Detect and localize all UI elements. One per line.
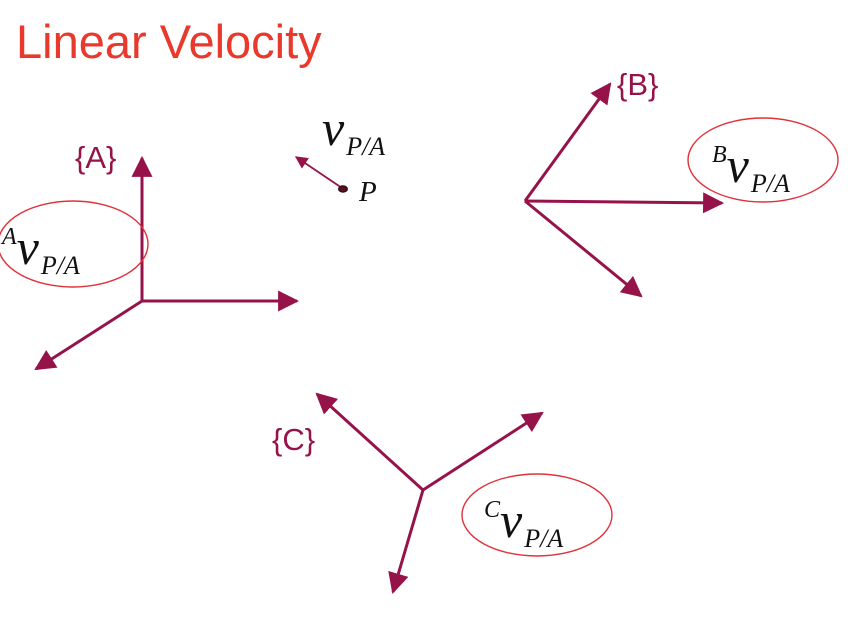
vector-b-symbol: v bbox=[726, 137, 749, 193]
vector-b-subscript: P/A bbox=[750, 169, 790, 198]
point-p-label: P bbox=[359, 176, 377, 208]
frame-b-axis-right bbox=[524, 192, 725, 214]
frame-b-axis-up-right bbox=[523, 82, 612, 202]
velocity-label: vP/A bbox=[322, 100, 385, 160]
frame-c-label: {C} bbox=[272, 422, 316, 457]
vector-a-superscript: A bbox=[2, 224, 17, 250]
frame-b-label: {B} bbox=[617, 67, 659, 102]
vector-b-superscript: B bbox=[712, 142, 727, 168]
vector-c-superscript: C bbox=[484, 497, 501, 523]
vector-label-b: BvP/A bbox=[712, 137, 790, 197]
frame-c-axis-up-left bbox=[315, 392, 425, 492]
page-title: Linear Velocity bbox=[16, 15, 322, 68]
vector-label-c: CvP/A bbox=[484, 492, 563, 552]
frame-c-axis-down bbox=[388, 489, 425, 595]
velocity-symbol: v bbox=[322, 100, 345, 156]
vector-c-subscript: P/A bbox=[524, 524, 564, 553]
highlight-ellipse-b bbox=[687, 117, 839, 203]
highlight-ellipse-c bbox=[461, 473, 613, 557]
vector-c-symbol: v bbox=[500, 492, 523, 548]
velocity-arrow bbox=[294, 156, 343, 189]
frame-b-axes bbox=[523, 82, 725, 298]
frame-a-label: {A} bbox=[75, 140, 117, 175]
frame-c-axes bbox=[315, 392, 544, 595]
frame-a-axes bbox=[34, 155, 300, 371]
vector-a-symbol: v bbox=[16, 219, 39, 275]
vector-a-subscript: P/A bbox=[40, 251, 80, 280]
velocity-subscript: P/A bbox=[346, 132, 386, 161]
frame-a-axis-down-left bbox=[34, 299, 143, 371]
frame-b-axis-down-right bbox=[524, 199, 643, 298]
frame-c-axis-up-right bbox=[422, 411, 544, 492]
point-p-dot bbox=[338, 185, 348, 193]
highlight-ellipse-a bbox=[0, 200, 149, 288]
vector-label-a: AvP/A bbox=[2, 219, 80, 279]
